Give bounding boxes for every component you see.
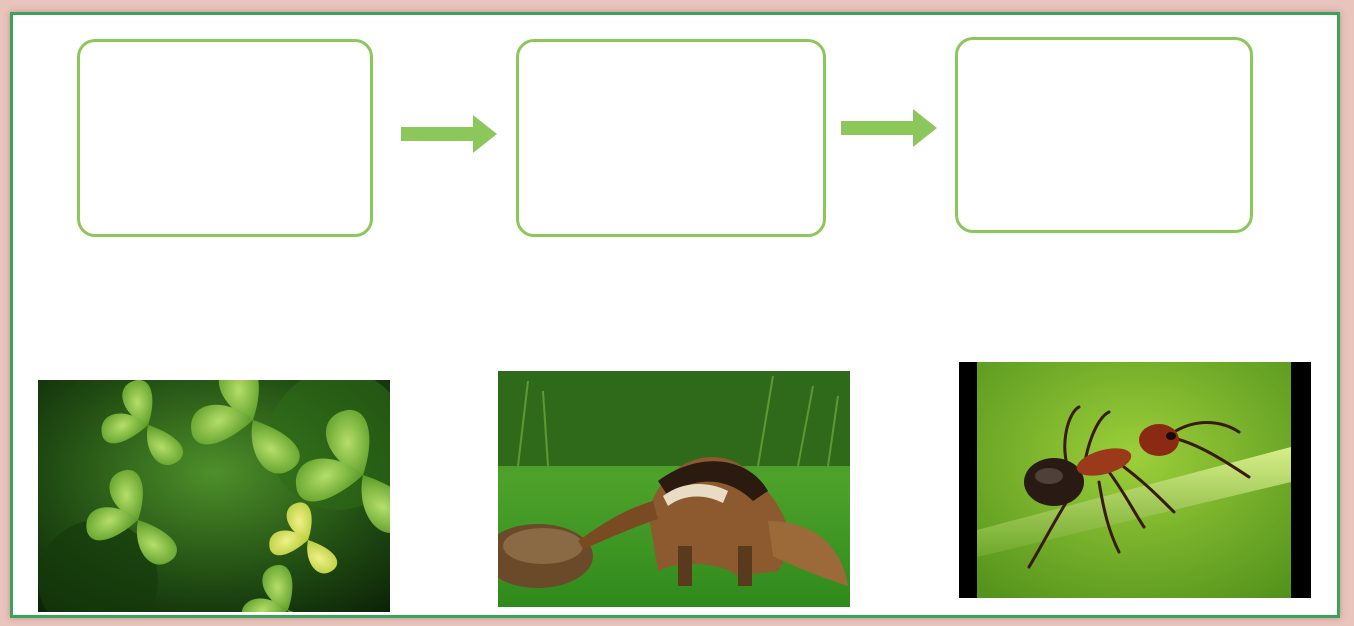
- worksheet-frame: [10, 12, 1340, 618]
- anteater-image[interactable]: [498, 371, 850, 607]
- food-chain-box-3[interactable]: [955, 37, 1253, 233]
- clover-leaves-image[interactable]: [38, 380, 390, 612]
- food-chain-box-1[interactable]: [77, 39, 373, 237]
- food-chain-box-2[interactable]: [516, 39, 826, 237]
- right-arrow-icon: [401, 115, 497, 153]
- right-arrow-icon: [841, 109, 937, 147]
- ant-image[interactable]: [959, 362, 1311, 598]
